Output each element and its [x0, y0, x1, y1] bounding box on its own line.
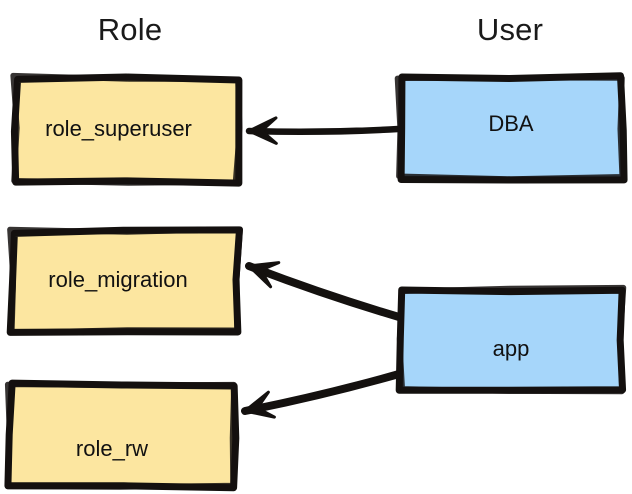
- node-shape-role_migration: [6, 226, 243, 336]
- column-header-user: User: [476, 12, 544, 47]
- node-role_migration[interactable]: role_migration: [6, 226, 243, 336]
- edge-app-to-role_migration: [245, 261, 403, 321]
- edge-arrowhead: [247, 261, 281, 289]
- node-shape-role_rw: [4, 379, 240, 492]
- edge-shaft: [245, 125, 402, 135]
- node-app[interactable]: app: [395, 284, 627, 395]
- node-role_rw[interactable]: role_rw: [4, 379, 240, 492]
- node-shape-role_superuser: [10, 72, 243, 187]
- node-role_superuser[interactable]: role_superuser: [10, 72, 243, 187]
- edge-shaft: [245, 262, 403, 321]
- node-dba[interactable]: DBA: [394, 72, 628, 184]
- edge-dba-to-role_superuser: [245, 116, 402, 145]
- node-shape-app: [395, 284, 627, 395]
- edge-arrowhead: [243, 390, 276, 419]
- edge-arrowhead: [247, 116, 278, 145]
- edge-shaft: [241, 370, 403, 415]
- edge-app-to-role_rw: [241, 370, 403, 419]
- node-shape-dba: [394, 72, 628, 184]
- column-header-role: Role: [97, 12, 163, 47]
